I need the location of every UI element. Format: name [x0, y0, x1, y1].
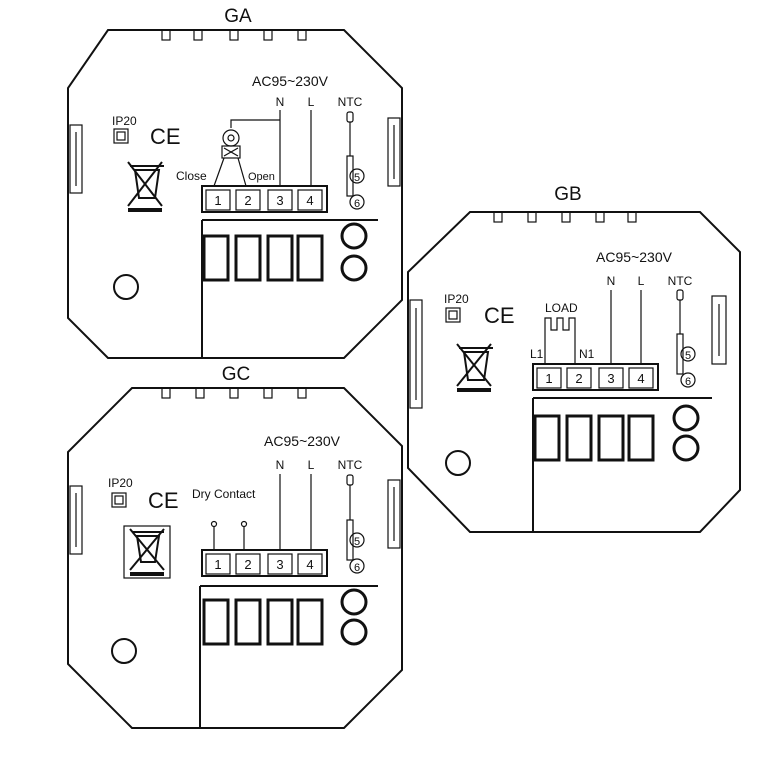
ga-weee-icon	[127, 161, 164, 212]
ga-terminal-2: 2	[244, 193, 251, 208]
gc-terminal-2: 2	[244, 557, 251, 572]
gc-ntc-label: NTC	[338, 458, 363, 472]
gc-n-label: N	[276, 458, 285, 472]
gb-sensor-terminals: 5 6	[680, 346, 696, 388]
ga-open-label: Open	[248, 171, 275, 183]
gb-l-label: L	[638, 274, 645, 288]
ga-terminal-5: 5	[354, 172, 360, 184]
gc-sensor-terminals: 5 6	[349, 532, 365, 574]
gc-dry-contact-label: Dry Contact	[192, 487, 256, 501]
gc-title: GC	[222, 364, 251, 385]
ga-side-latches	[69, 117, 401, 194]
ga-ip-box	[113, 128, 129, 144]
gc-terminal-block: 1 2 3 4	[201, 549, 328, 577]
ga-ip-rating: IP20	[112, 114, 137, 128]
gb-ip-box	[445, 307, 461, 323]
gc-ce-mark: CE	[148, 488, 179, 513]
gc-dry-contact-icon	[210, 520, 248, 550]
ga-terminal-3: 3	[276, 193, 283, 208]
gc-ntc-probe	[346, 474, 354, 561]
gb-weee-icon	[456, 343, 493, 392]
ga-n-label: N	[276, 95, 285, 109]
gb-n-label: N	[607, 274, 616, 288]
gc-supply-label: AC95~230V	[264, 433, 341, 449]
gb-side-latches	[409, 295, 727, 409]
gb-terminal-2: 2	[575, 371, 582, 386]
gb-ip-rating: IP20	[444, 292, 469, 306]
gb-ntc-label: NTC	[668, 274, 693, 288]
ga-terminal-4: 4	[306, 193, 313, 208]
ga-ntc-label: NTC	[338, 95, 363, 109]
ga-housing	[67, 29, 403, 359]
gc-mount-hole	[111, 638, 137, 664]
ga-mount-hole	[113, 274, 139, 300]
ga-title: GA	[224, 6, 252, 27]
gb-n1-label: N1	[579, 347, 595, 361]
gb-ntc-probe	[676, 289, 684, 375]
gc-ip-box	[111, 492, 127, 508]
ga-ce-mark: CE	[150, 124, 181, 149]
ga-valve-motor-icon	[213, 119, 280, 187]
ga-sensor-terminals: 5 6	[349, 168, 365, 210]
unit-gb: GB IP20 CE AC95~230V N L NTC	[407, 184, 741, 533]
gb-terminal-4: 4	[637, 371, 644, 386]
gb-title: GB	[554, 184, 581, 205]
gc-top-tabs	[161, 387, 307, 399]
ga-supply-label: AC95~230V	[252, 73, 329, 89]
gb-terminal-5: 5	[685, 350, 691, 362]
ga-connector-blocks	[202, 222, 368, 282]
gc-ip-rating: IP20	[108, 476, 133, 490]
gc-terminal-1: 1	[214, 557, 221, 572]
gb-terminal-3: 3	[607, 371, 614, 386]
ga-l-label: L	[308, 95, 315, 109]
ga-top-tabs	[161, 29, 307, 41]
gb-terminal-6: 6	[685, 376, 691, 388]
gc-l-label: L	[308, 458, 315, 472]
gc-connector-blocks	[202, 588, 368, 646]
gb-housing	[407, 211, 741, 533]
gc-terminal-3: 3	[276, 557, 283, 572]
ga-close-label: Close	[176, 169, 207, 183]
ga-terminal-block: 1 2 3 4	[201, 185, 328, 213]
gc-terminal-4: 4	[306, 557, 313, 572]
gb-load-label: LOAD	[545, 301, 578, 315]
gb-load-heater-icon	[544, 317, 576, 364]
gc-side-latches	[69, 479, 401, 555]
gb-terminal-block: 1 2 3 4	[532, 363, 659, 391]
gc-housing	[67, 387, 403, 729]
gc-weee-icon	[123, 525, 171, 579]
ga-ntc-probe	[346, 111, 354, 197]
gb-terminal-1: 1	[545, 371, 552, 386]
gb-supply-label: AC95~230V	[596, 249, 673, 265]
unit-ga: GA IP20 CE AC95~230V N L NTC	[67, 6, 403, 359]
gc-terminal-6: 6	[354, 562, 360, 574]
gb-top-tabs	[493, 211, 637, 223]
gb-l1-label: L1	[530, 347, 544, 361]
gb-connector-blocks	[533, 404, 700, 462]
unit-gc: GC IP20 CE AC95~230V N L NTC	[67, 364, 403, 729]
gb-ce-mark: CE	[484, 303, 515, 328]
gb-mount-hole	[445, 450, 471, 476]
ga-terminal-1: 1	[214, 193, 221, 208]
gc-terminal-5: 5	[354, 536, 360, 548]
ga-terminal-6: 6	[354, 198, 360, 210]
